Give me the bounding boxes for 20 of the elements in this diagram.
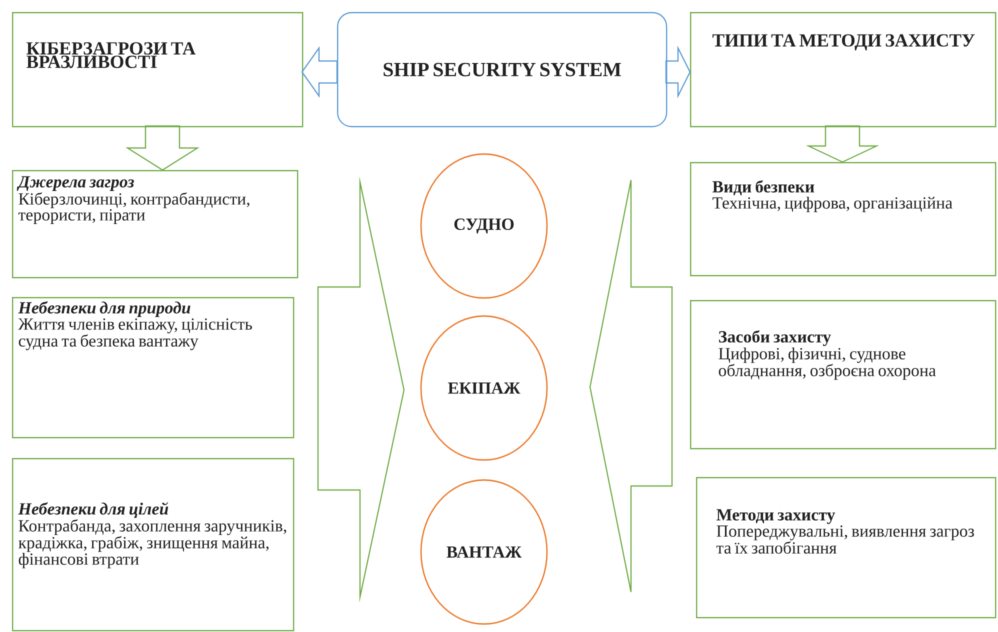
box-heading: Засоби захисту [719,330,831,346]
block-arrow [806,125,880,163]
box-heading: Види безпеки [712,180,814,196]
box-heading: ТИПИ ТА МЕТОДИ ЗАХИСТУ [712,34,975,50]
block-arrow [665,45,691,99]
rounded-box: SHIP SECURITY SYSTEM [337,12,668,128]
box-text: Попереджувальні, виявлення загроз та їх запобігання [716,525,974,554]
box-text: Технічна, цифрова, організаційна [712,196,952,212]
box-heading: Небезпеки для природи [18,301,190,317]
block-arrow [125,125,200,171]
box-heading: Методи захисту [716,509,836,524]
box-heading: Джерела загроз [16,176,134,191]
chevron-arrow [589,179,673,593]
box-text: Життя членів екіпажу, цілісність судна та безпека вантажу [18,318,252,350]
box-heading: Небезпеки для цілей [18,502,168,518]
box-text: Контрабанда, захоплення заручників, крадіжка, грабіж, знищення майна, фінансові втрати [18,519,286,568]
block-arrow [301,46,338,98]
box-text: Цифрові, фізичні, суднове обладнання, озброєна охорона [718,347,936,380]
box-heading: КІБЕРЗАГРОЗИ ТА ВРАЗЛИВОСТІ [26,42,196,68]
box-text: Кіберзлочинці, контрабандисти, терористи, пірати [18,192,250,224]
